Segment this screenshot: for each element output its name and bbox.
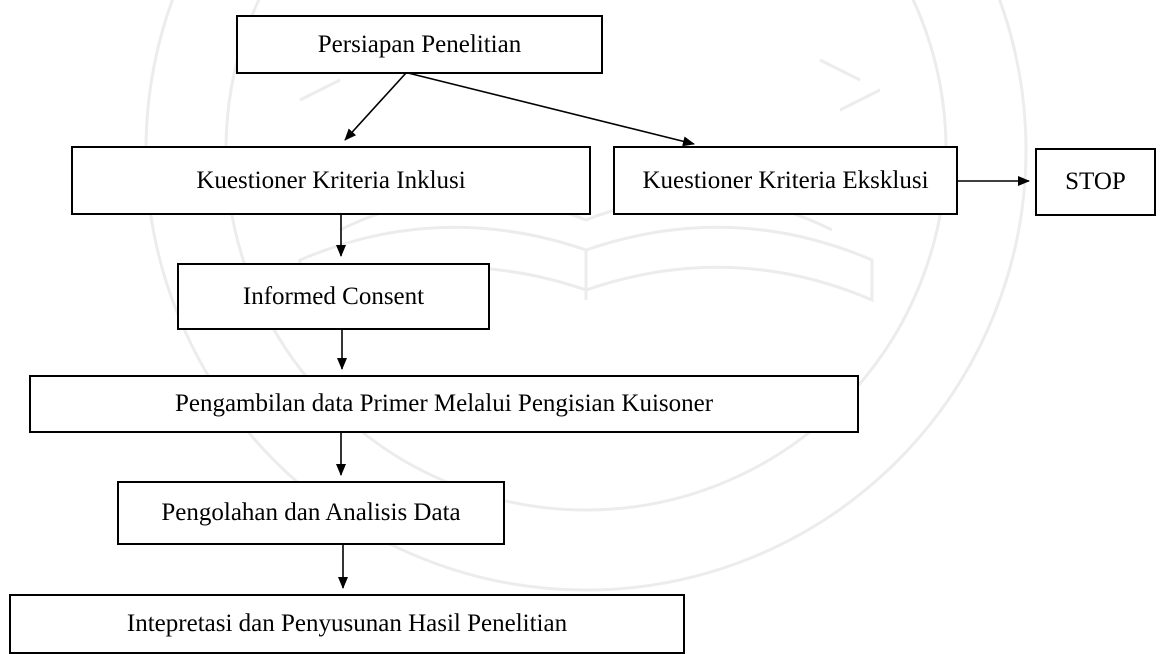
node-pengolahan-analisis: Pengolahan dan Analisis Data: [117, 481, 505, 545]
flowchart-connectors: [336, 72, 1030, 589]
node-persiapan-penelitian: Persiapan Penelitian: [236, 15, 603, 74]
node-interpretasi-hasil: Intepretasi dan Penyusunan Hasil Penelit…: [9, 594, 685, 654]
node-pengambilan-data: Pengambilan data Primer Melalui Pengisia…: [29, 375, 859, 433]
arrow-persiapan-to-eksklusi: [407, 72, 695, 147]
node-informed-consent: Informed Consent: [177, 263, 490, 330]
node-kriteria-eksklusi: Kuestioner Kriteria Eksklusi: [613, 146, 958, 215]
node-kriteria-inklusi: Kuestioner Kriteria Inklusi: [71, 146, 591, 215]
arrow-persiapan-to-inklusi: [344, 72, 407, 141]
node-stop: STOP: [1035, 148, 1156, 216]
